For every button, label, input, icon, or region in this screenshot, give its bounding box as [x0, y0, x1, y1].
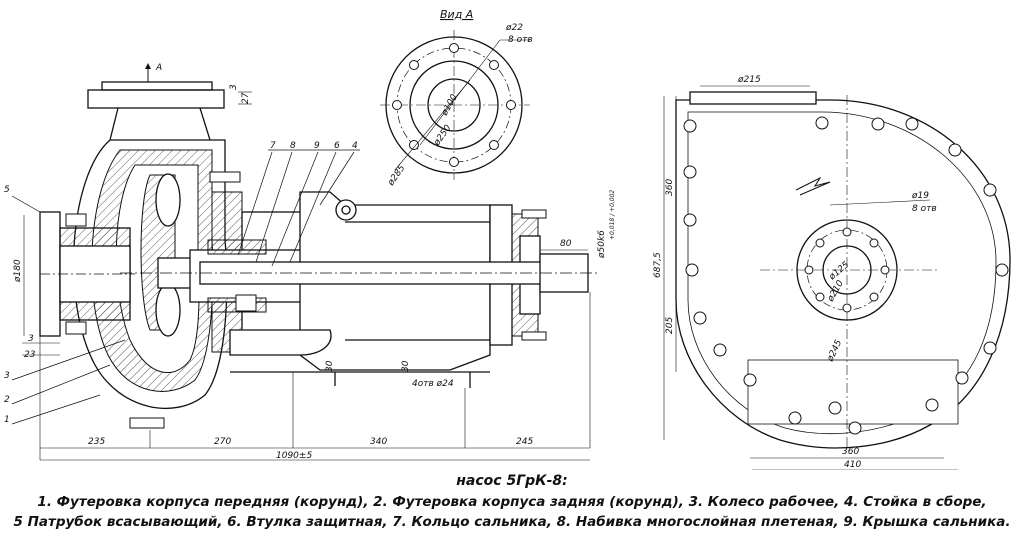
left-labels: 5 3 2 1 7 8 9 6 4 А ø180 3 23 3 27 30 30…	[4, 63, 616, 461]
part-label-2: 2	[4, 395, 10, 405]
dim-shaft-50k6: ø50k6	[597, 230, 607, 259]
dim-3-left: 3	[28, 334, 34, 344]
caption-parts-line-1: 1. Футеровка корпуса передняя (корунд), …	[37, 494, 987, 510]
part-label-7: 7	[270, 141, 276, 151]
dim-d285: ø285	[386, 163, 408, 188]
part-label-9: 9	[314, 141, 320, 151]
part-label-4: 4	[352, 141, 358, 151]
dim-shaft-tolerance: +0,018 / +0,002	[609, 190, 616, 240]
dim-245: 245	[516, 437, 533, 447]
part-label-8: 8	[290, 141, 296, 151]
dimension-lines-left	[22, 91, 591, 461]
volute-end-view	[675, 91, 1011, 450]
dim-30-a: 30	[325, 360, 335, 372]
dim-3-top: 3	[229, 84, 239, 90]
part-label-5: 5	[4, 185, 10, 195]
pump-drawing: 5 3 2 1 7 8 9 6 4 А ø180 3 23 3 27 30 30…	[4, 8, 1011, 470]
dim-235: 235	[88, 437, 105, 447]
view-a-title: Вид А	[440, 8, 473, 21]
caption-parts-line-2: 5 Патрубок всасывающий, 6. Втулка защитн…	[13, 514, 1011, 530]
dim-1090: 1090±5	[276, 451, 312, 461]
dim-23: 23	[24, 350, 36, 360]
dim-27: 27	[241, 92, 251, 104]
dim-360-horizontal: 360	[842, 447, 859, 457]
dim-d19: ø19	[911, 191, 929, 201]
dim-270: 270	[214, 437, 231, 447]
dim-687-5: 687,5	[653, 252, 663, 278]
section-label-a: А	[155, 63, 162, 73]
dim-80: 80	[560, 239, 572, 249]
dim-d22-note: 8 отв	[508, 35, 533, 45]
dimension-lines-right	[663, 85, 958, 470]
dim-d215: ø215	[737, 75, 761, 85]
part-label-3: 3	[4, 371, 10, 381]
view-a-flange	[380, 30, 530, 180]
part-label-6: 6	[334, 141, 340, 151]
part-label-1: 1	[4, 415, 10, 425]
caption-title: насос 5ГрК-8:	[456, 473, 568, 489]
dim-d180: ø180	[13, 259, 23, 283]
dim-360-vertical: 360	[665, 179, 675, 196]
dim-410: 410	[844, 460, 861, 470]
part-leaders	[11, 149, 360, 425]
dim-340: 340	[370, 437, 387, 447]
pump-section-view	[39, 63, 600, 429]
dim-d19-note: 8 отв	[912, 204, 937, 214]
dim-205: 205	[665, 317, 675, 334]
dim-d22: ø22	[505, 23, 523, 33]
dim-holes-24: 4отв ø24	[412, 379, 454, 389]
dim-30-b: 30	[401, 360, 411, 372]
